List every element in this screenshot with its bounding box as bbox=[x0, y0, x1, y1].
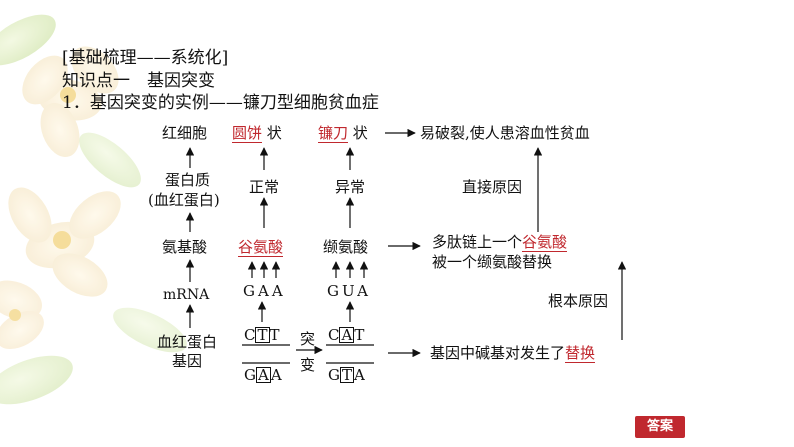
mutant-mrna-codon: GUA bbox=[327, 282, 371, 300]
base-pair-change: 基因中碱基对发生了替换 bbox=[430, 344, 596, 363]
normal-cell-shape: 圆饼 状 bbox=[232, 124, 282, 143]
root-cause-label: 根本原因 bbox=[548, 292, 609, 310]
normal-mrna-codon: GAA bbox=[243, 282, 286, 300]
label-mrna: mRNA bbox=[163, 287, 210, 303]
mutant-protein: 异常 bbox=[335, 178, 366, 196]
result-anemia: 易破裂,使人患溶血性贫血 bbox=[420, 124, 590, 142]
mutant-cell-shape: 镰刀 状 bbox=[318, 124, 368, 143]
label-amino-acid: 氨基酸 bbox=[162, 238, 208, 256]
normal-shape-suffix: 状 bbox=[266, 124, 282, 142]
polypeptide-change-1: 多肽链上一个谷氨酸 bbox=[432, 233, 568, 252]
mutant-dna-top-box: A bbox=[339, 326, 355, 344]
mutant-shape-suffix: 状 bbox=[352, 124, 368, 142]
mutation-label-2: 变 bbox=[300, 356, 316, 374]
normal-dna-top-box: T bbox=[255, 326, 270, 344]
polypeptide-change-2: 被一个缬氨酸替换 bbox=[432, 253, 553, 271]
label-hemoglobin: (血红蛋白) bbox=[148, 191, 220, 209]
direct-cause-label: 直接原因 bbox=[462, 178, 523, 196]
mutation-label-1: 突 bbox=[300, 330, 316, 348]
section-title: [基础梳理——系统化] bbox=[62, 48, 229, 68]
normal-amino-acid: 谷氨酸 bbox=[238, 238, 284, 257]
normal-shape-answer: 圆饼 bbox=[232, 124, 263, 143]
label-protein: 蛋白质 bbox=[165, 171, 211, 189]
answer-button[interactable]: 答案 bbox=[635, 416, 685, 438]
label-gene-2: 基因 bbox=[172, 352, 203, 370]
item-heading: 1．基因突变的实例——镰刀型细胞贫血症 bbox=[62, 93, 379, 113]
mutant-dna-bottom-box: T bbox=[339, 366, 354, 384]
normal-dna-bottom-box: A bbox=[255, 366, 271, 384]
mutant-shape-answer: 镰刀 bbox=[318, 124, 349, 143]
mutant-amino-acid: 缬氨酸 bbox=[323, 238, 369, 256]
knowledge-point-title: 知识点一 基因突变 bbox=[62, 71, 215, 91]
label-red-blood-cell: 红细胞 bbox=[162, 124, 208, 142]
label-gene-1: 血红蛋白 bbox=[157, 333, 218, 351]
normal-protein: 正常 bbox=[249, 178, 280, 196]
